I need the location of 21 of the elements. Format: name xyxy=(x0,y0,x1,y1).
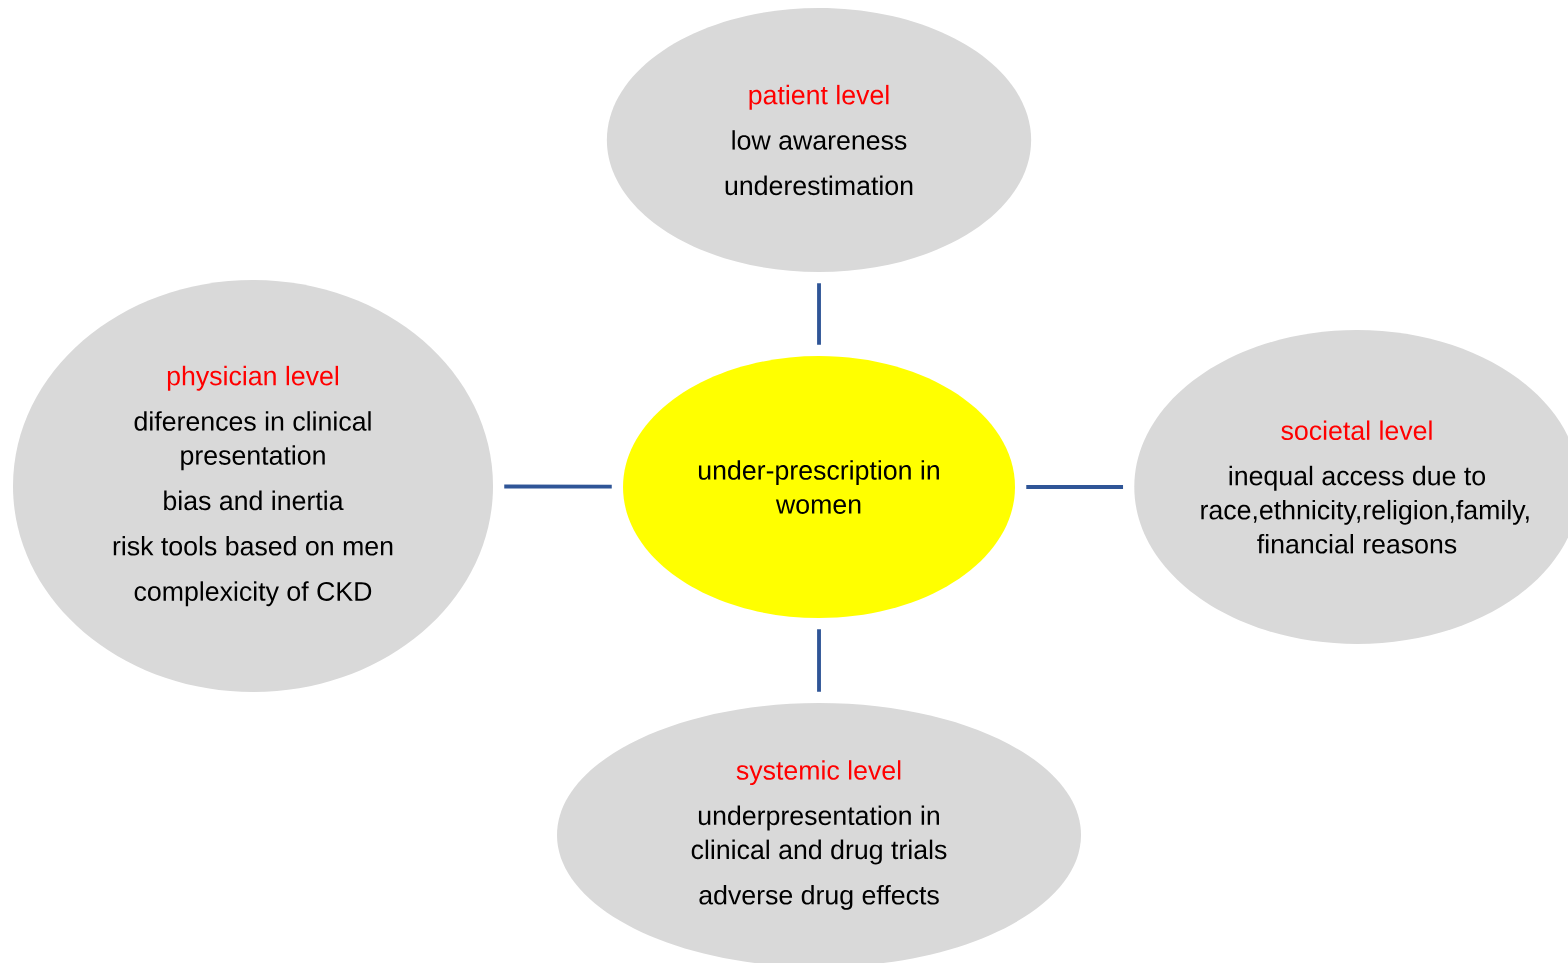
connector-line xyxy=(504,484,612,489)
level-heading: systemic level xyxy=(736,760,901,786)
connector-line xyxy=(817,283,821,345)
factor-text: inequal access due to race,ethnicity,religion,family, financial reasons xyxy=(1201,465,1529,554)
factor-text: diferences in clinical presentation xyxy=(134,411,371,471)
ellipse-node xyxy=(13,280,493,692)
ellipse-node xyxy=(606,8,1032,272)
factor-text: complexicity of CKD xyxy=(134,581,372,607)
central-topic: under-prescription in women xyxy=(698,460,939,514)
factor-text: underestimation xyxy=(725,175,913,196)
level-heading: patient level xyxy=(749,84,889,110)
ellipse-node xyxy=(623,356,1015,618)
factor-text: adverse drug effects xyxy=(699,884,939,910)
level-heading: physician level xyxy=(167,365,338,391)
factor-text: underpresentation in clinical and drug trials xyxy=(691,805,947,865)
factor-text: low awareness xyxy=(732,130,907,150)
connector-line xyxy=(1026,485,1124,489)
factor-text: risk tools based on men xyxy=(113,535,393,556)
connector-line xyxy=(817,629,821,692)
factor-text: bias and inertia xyxy=(164,490,344,511)
level-heading: societal level xyxy=(1281,420,1432,441)
